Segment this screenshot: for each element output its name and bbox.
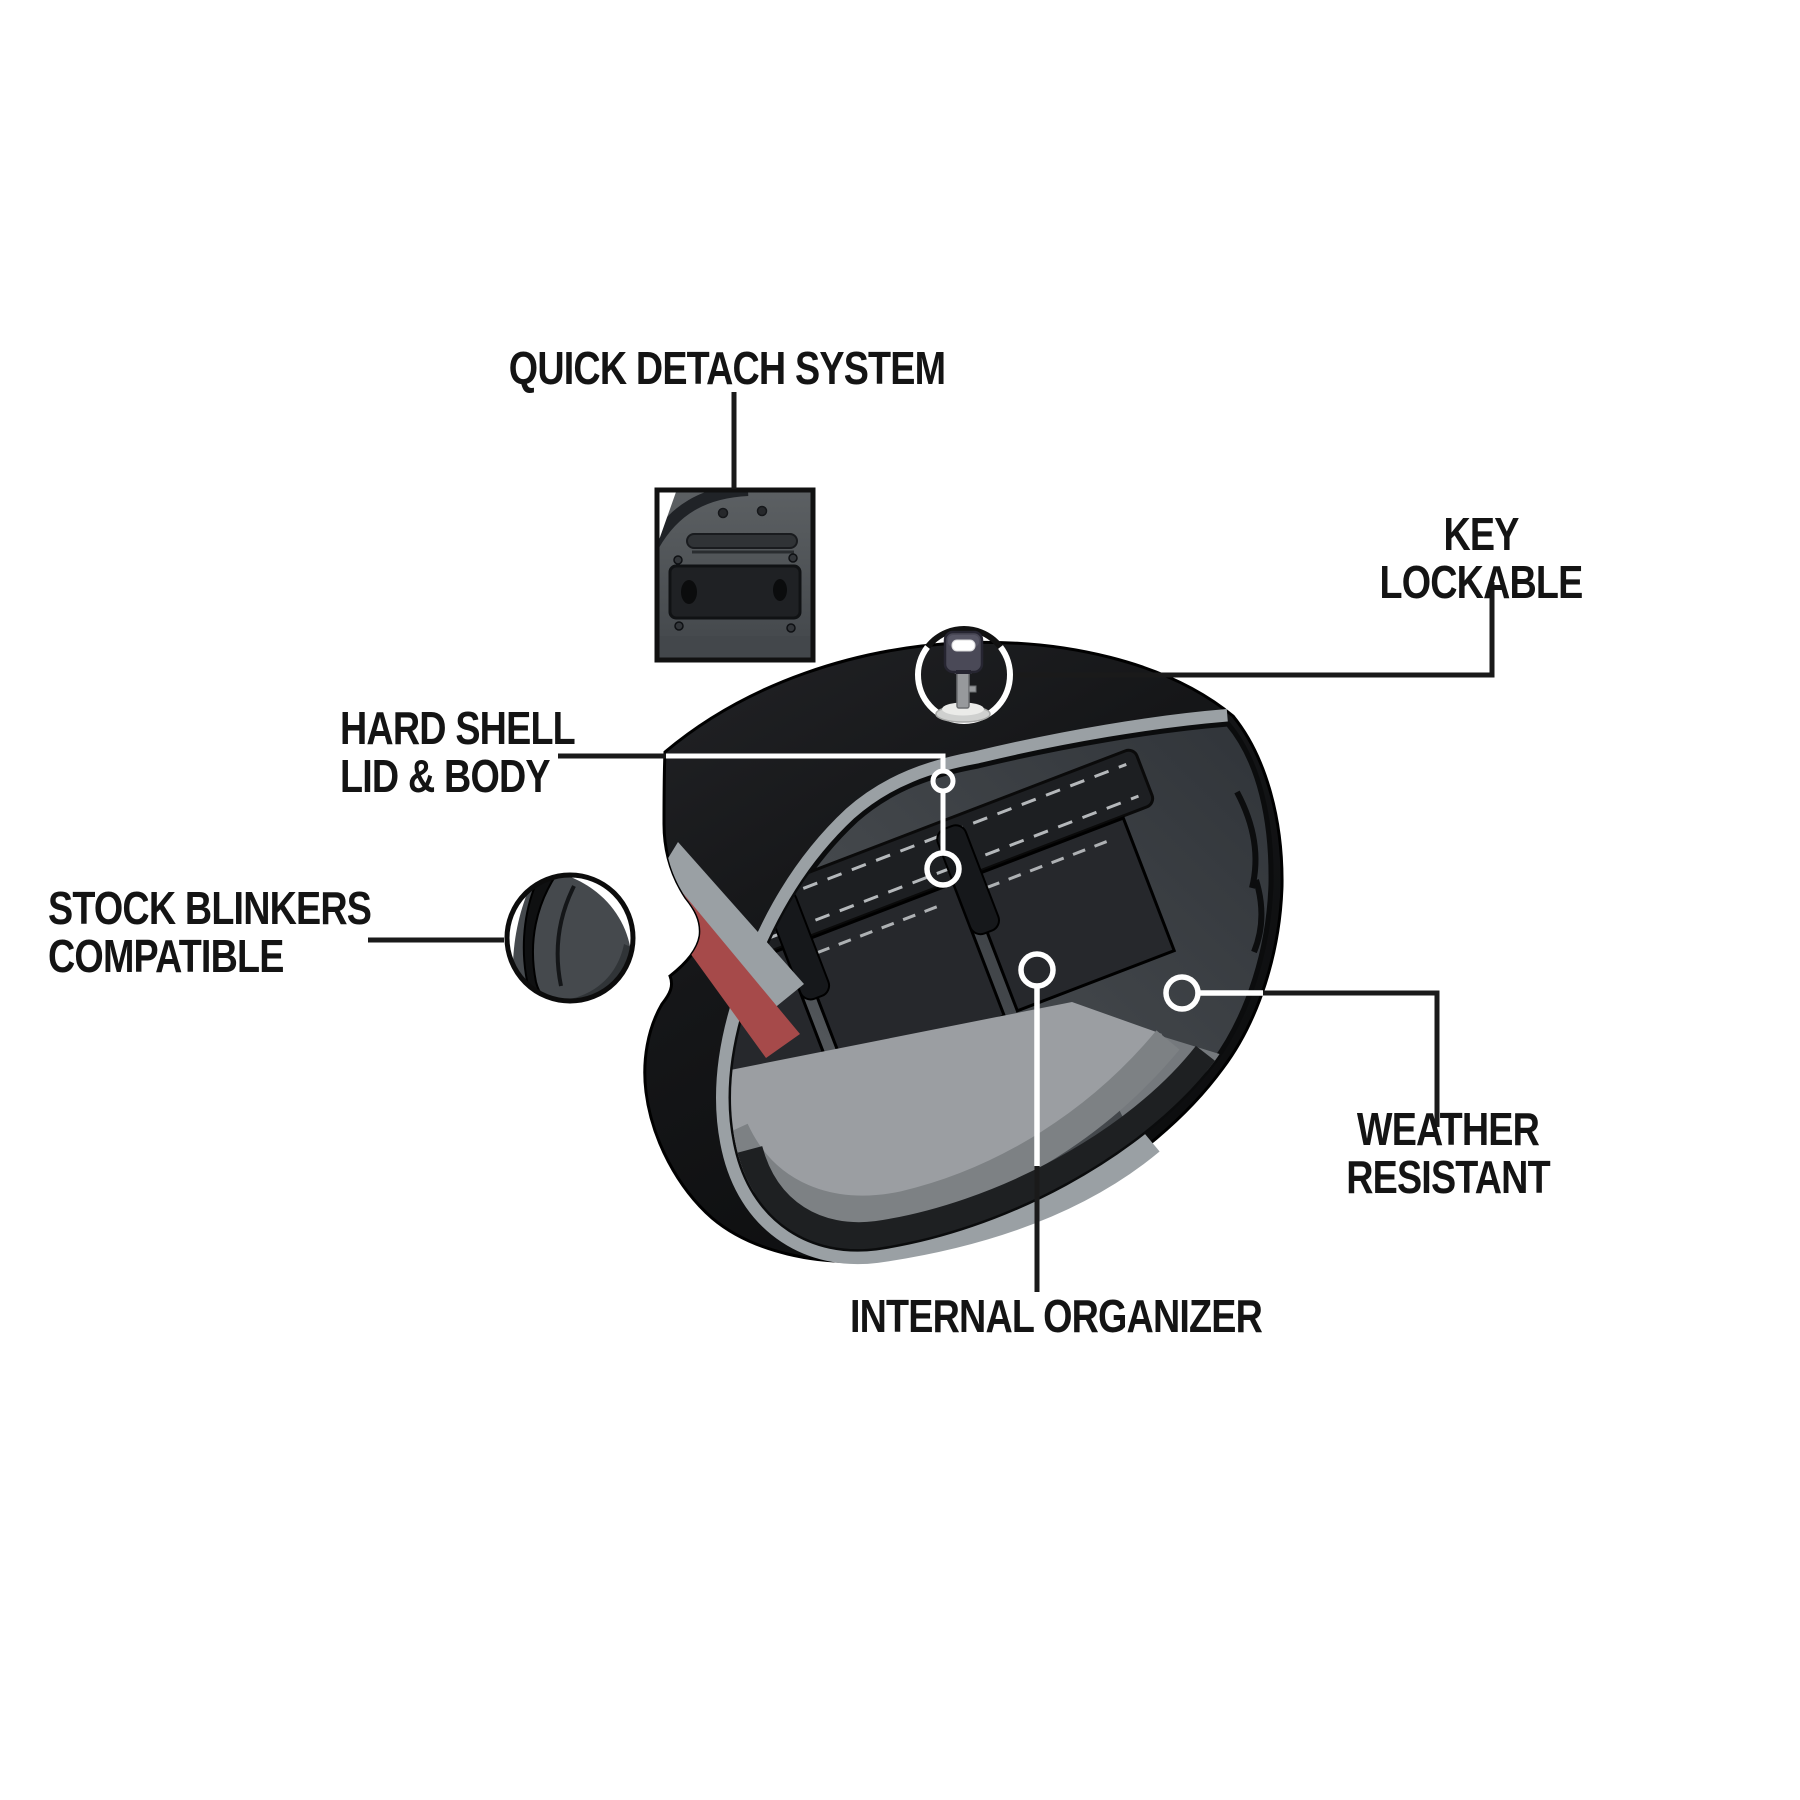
plate-slot xyxy=(681,580,697,604)
screw-icon xyxy=(674,621,684,631)
leader-line xyxy=(1263,990,1440,1127)
blinker-circle-ring xyxy=(504,872,636,1004)
callout-label-quick-detach: QUICK DETACH SYSTEM xyxy=(508,342,946,394)
inset-bottom-shade xyxy=(659,636,811,658)
point-marker-ring xyxy=(1163,974,1201,1012)
leader-line-light xyxy=(666,753,946,771)
interior-floor xyxy=(731,1002,1162,1220)
screw-icon xyxy=(673,555,683,565)
leader-line xyxy=(1013,582,1495,678)
callout-label-key-lockable: KEY LOCKABLE xyxy=(1379,508,1583,608)
organizer-rail xyxy=(731,748,1155,1013)
mounting-rail xyxy=(686,533,798,549)
callout-label-internal-organizer: INTERNAL ORGANIZER xyxy=(849,1290,1263,1342)
screw-icon xyxy=(786,623,796,633)
organizer-pocket xyxy=(964,816,1177,1013)
leather-face xyxy=(512,875,632,1001)
seam-line xyxy=(555,885,576,987)
screw-icon xyxy=(717,507,729,519)
stripe-gray xyxy=(662,842,804,1010)
blinker-inset xyxy=(504,872,636,1004)
point-marker-ring xyxy=(930,768,956,794)
key-icon xyxy=(935,630,991,723)
screw-icon xyxy=(756,505,768,517)
molded-corner-line xyxy=(659,492,749,549)
point-marker-ring xyxy=(924,850,962,888)
point-marker-ring xyxy=(1018,951,1056,989)
screw-icon xyxy=(788,553,798,563)
key-lock-marker xyxy=(915,626,1013,724)
organizer-strap xyxy=(936,824,1000,936)
interior-contents xyxy=(731,748,1265,1250)
inset-border xyxy=(654,487,816,663)
callout-label-hard-shell: HARD SHELL LID & BODY xyxy=(340,702,576,802)
lid-seam-arc xyxy=(1251,879,1265,954)
callout-label-weather-resistant: WEATHER RESISTANT xyxy=(1346,1103,1550,1203)
callout-key-lockable-line xyxy=(1013,582,1495,678)
plate-slot xyxy=(773,579,787,601)
mounting-plate xyxy=(668,564,802,620)
quick-detach-inset xyxy=(654,487,816,663)
blinker-cutout-detail-icon xyxy=(507,875,633,1001)
saddlebag xyxy=(643,640,1284,1265)
lid-seam-arc xyxy=(1234,790,1259,889)
callout-label-stock-blinkers: STOCK BLINKERS COMPATIBLE xyxy=(48,882,372,982)
interior-bottom-shadow xyxy=(731,1045,1233,1250)
callout-internal-organizer-line xyxy=(1018,951,1056,1292)
quick-detach-mounting-plate-icon xyxy=(659,492,811,658)
callout-weather-resistant-line xyxy=(1163,974,1440,1127)
callout-hard-shell-line xyxy=(558,753,962,888)
inset-corner-wedge xyxy=(659,492,676,540)
